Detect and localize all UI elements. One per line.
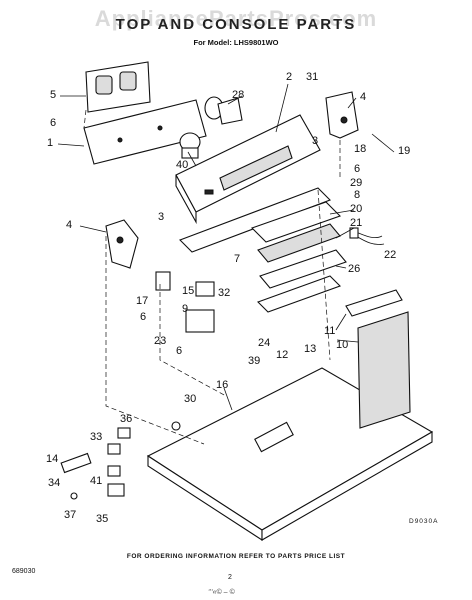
wire-harness-part	[349, 227, 385, 245]
callout-40: 40	[176, 159, 189, 171]
watermark: AppliancePartsPros.com	[94, 6, 378, 31]
callout-3b: 3	[312, 135, 319, 147]
callout-30: 30	[184, 393, 197, 405]
callout-32: 32	[218, 287, 231, 299]
callout-28: 28	[232, 89, 245, 101]
console-housing-part	[175, 114, 321, 225]
figure-code: D9030A	[409, 518, 439, 525]
model-label: For Model: LHS9801WO	[193, 38, 279, 47]
callout-16: 16	[216, 379, 229, 391]
callout-13: 13	[304, 343, 317, 355]
callout-23: 23	[154, 335, 167, 347]
callout-11: 11	[324, 325, 336, 337]
diagram-title: TOP AND CONSOLE PARTS	[115, 16, 357, 33]
callout-15: 15	[182, 285, 195, 297]
overlay-panel-part	[250, 201, 347, 313]
callout-3: 3	[158, 211, 165, 223]
console-back-panel-part	[83, 99, 207, 165]
callout-8: 8	[354, 189, 361, 201]
trim-strip-part	[179, 187, 331, 253]
callout-10: 10	[336, 339, 349, 351]
callout-20: 20	[350, 203, 363, 215]
callout-24: 24	[258, 337, 271, 349]
leader-lines	[57, 83, 395, 411]
callout-33: 33	[90, 431, 103, 443]
callout-39: 39	[248, 355, 261, 367]
callout-4: 4	[66, 219, 73, 231]
switch-bracket-part	[155, 271, 215, 333]
assembly-guide-lines	[83, 109, 341, 445]
callout-17: 17	[136, 295, 149, 307]
callout-36: 36	[120, 413, 133, 425]
callout-19: 19	[398, 145, 411, 157]
callout-31: 31	[306, 71, 319, 83]
callout-12: 12	[276, 349, 289, 361]
document-number: 689030	[12, 568, 36, 575]
lid-part	[345, 289, 411, 429]
callout-37: 37	[64, 509, 77, 521]
rear-bracket-part	[85, 61, 151, 113]
timer-part	[204, 96, 243, 125]
callout-6: 6	[50, 117, 57, 129]
page-number: 2	[228, 574, 232, 581]
callout-41: 41	[90, 475, 103, 487]
right-end-cap-part	[325, 91, 359, 139]
callout-1: 1	[47, 137, 54, 149]
ordering-note: FOR ORDERING INFORMATION REFER TO PARTS …	[126, 553, 346, 560]
left-end-cap-part	[105, 219, 139, 269]
callout-18: 18	[354, 143, 367, 155]
callout-6c: 6	[140, 311, 147, 323]
handwritten-mark: ‘’‘«© – ©	[208, 589, 235, 596]
callout-7: 7	[234, 253, 241, 265]
callout-6d: 6	[176, 345, 183, 357]
switch-part	[179, 132, 201, 159]
callout-34: 34	[48, 477, 61, 489]
callout-5: 5	[50, 89, 57, 101]
callout-4b: 4	[360, 91, 367, 103]
hinge-parts	[60, 421, 181, 500]
callout-2: 2	[286, 71, 293, 83]
callout-22: 22	[384, 249, 397, 261]
callout-26: 26	[348, 263, 361, 275]
callout-35: 35	[96, 513, 109, 525]
callout-29: 29	[350, 177, 363, 189]
callout-21: 21	[350, 217, 363, 229]
callout-14: 14	[46, 453, 59, 465]
callout-6b: 6	[354, 163, 361, 175]
callout-9: 9	[182, 303, 189, 315]
